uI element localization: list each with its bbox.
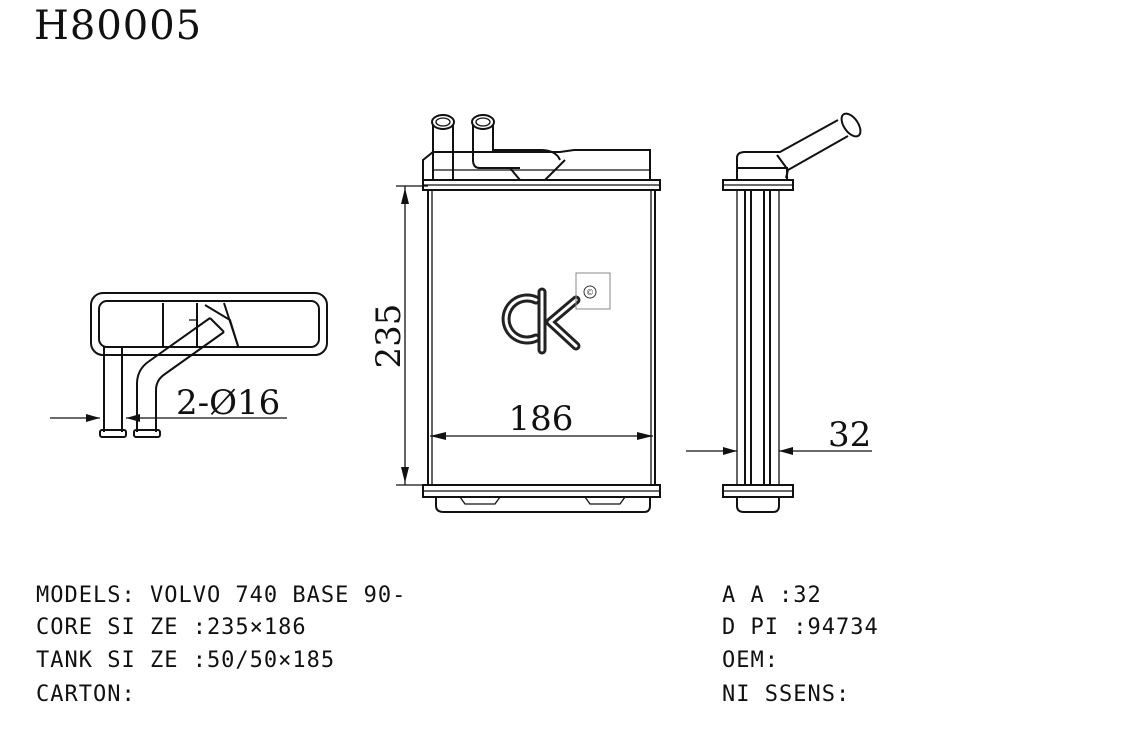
spec-tank-size: TANK SI ZE :50/50×185 [36, 648, 336, 673]
thickness-dimension-label: 32 [828, 415, 871, 455]
part-number-title: H80005 [34, 3, 203, 49]
spec-dpi: D PI :94734 [722, 615, 879, 640]
ck-logo [501, 272, 611, 355]
height-dimension-label: 235 [369, 304, 409, 369]
spec-nissens: NI SSENS: [722, 682, 851, 707]
spec-aa: A A :32 [722, 583, 822, 608]
top-view [50, 292, 328, 438]
pipe-diameter-label: 2-Ø16 [176, 383, 280, 423]
spec-core-size: CORE SI ZE :235×186 [36, 615, 307, 640]
side-view [686, 112, 872, 513]
spec-models: MODELS: VOLVO 740 BASE 90- [36, 583, 407, 608]
front-view [396, 114, 661, 513]
registered-mark: © [586, 288, 594, 297]
spec-oem: OEM: [722, 648, 779, 673]
width-dimension-label: 186 [509, 399, 574, 439]
spec-carton: CARTON: [36, 682, 136, 707]
